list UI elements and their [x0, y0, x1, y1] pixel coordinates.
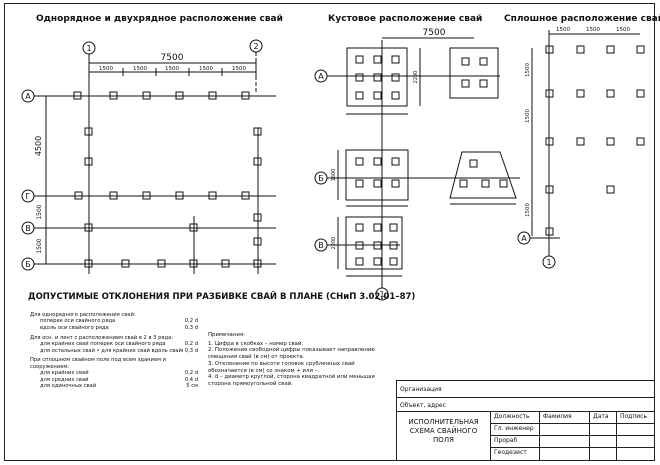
- tb-organization: Организация: [396, 380, 655, 398]
- note-4: 4. d – диаметр круглой, сторона квадратн…: [208, 374, 375, 387]
- tol-group2-head: Для осн. и лент с расположением свай в 2…: [30, 334, 174, 341]
- tb-cell: [539, 447, 590, 461]
- dim-mid-b: 1600: [331, 169, 337, 182]
- header-single-double-row: Однорядное и двухрядное расположение сва…: [36, 14, 283, 24]
- axis-label-1-mid: 1: [379, 290, 384, 299]
- dim-right-seg-1: 1500: [556, 27, 570, 33]
- dim-left-seg-1: 1500: [99, 66, 113, 72]
- dim-left-seg-5: 1500: [232, 66, 246, 72]
- dim-left-seg-3: 1500: [165, 66, 179, 72]
- tol-row: для остальных свай • для крайних свай вд…: [40, 347, 198, 354]
- dim-mid-total: 7500: [423, 28, 446, 38]
- tb-title: ИСПОЛНИТЕЛЬНАЯ СХЕМА СВАЙНОГО ПОЛЯ: [396, 411, 491, 461]
- dim-right-v2: 1500: [525, 109, 531, 123]
- title-block: Организация Объект, адрес ИСПОЛНИТЕЛЬНАЯ…: [396, 380, 655, 461]
- header-cluster: Кустовое расположение свай: [328, 14, 483, 24]
- tolerances-list: Для однорядного расположения свай: попер…: [30, 312, 198, 393]
- axis-label-v-left: В: [25, 224, 31, 233]
- dim-right-v1: 1500: [525, 63, 531, 77]
- axis-label-2-top: 2: [253, 42, 258, 51]
- dim-right-seg-2: 1500: [586, 27, 600, 33]
- note-3: 3. Отклонение по высоте головок срубленн…: [208, 360, 355, 374]
- dim-mid-c: 2200: [331, 237, 337, 250]
- dim-right-seg-3: 1500: [616, 27, 630, 33]
- tb-cell: [616, 447, 655, 461]
- dim-left-vertical-1: 4500: [34, 136, 43, 156]
- axis-label-1-top: 1: [86, 44, 91, 53]
- dim-right-v3: 1500: [525, 203, 531, 217]
- dim-left-vertical-3: 1500: [36, 238, 43, 253]
- axis-label-b-left: Б: [25, 260, 31, 269]
- axis-label-a-left: А: [25, 92, 31, 101]
- dim-left-seg-4: 1500: [199, 66, 213, 72]
- tol-row: для крайних свай поперек оси свайного ря…: [40, 341, 198, 348]
- drawing-sheet-frame: [4, 3, 655, 461]
- axis-label-v-mid: В: [318, 241, 324, 250]
- dim-mid-a: 2200: [413, 71, 419, 84]
- axis-label-a-mid: А: [318, 72, 324, 81]
- note-2: 2. Положение свободной цифры показывает …: [208, 347, 375, 361]
- notes-heading: Примечания:: [208, 332, 245, 338]
- dim-left-seg-2: 1500: [133, 66, 147, 72]
- tb-object: Объект, адрес: [396, 397, 655, 412]
- dim-left-vertical-2: 1500: [36, 204, 43, 219]
- tb-row-surveyor: Геодезист: [490, 447, 540, 461]
- dim-left-total: 7500: [161, 53, 184, 63]
- axis-label-1-right: 1: [546, 258, 551, 267]
- tb-cell: [589, 447, 617, 461]
- notes-block: Примечания: 1. Цифра в скобках – номер с…: [208, 332, 388, 388]
- tolerances-title: ДОПУСТИМЫЕ ОТКЛОНЕНИЯ ПРИ РАЗБИВКЕ СВАЙ …: [28, 292, 416, 302]
- axis-label-a-right: А: [521, 234, 527, 243]
- axis-label-b-mid: Б: [318, 174, 324, 183]
- tol-group3-head: При сплошном свайном поле под всем здани…: [30, 357, 167, 370]
- note-1: 1. Цифра в скобках – номер свай.: [208, 340, 304, 347]
- header-continuous: Сплошное расположение свай: [504, 14, 660, 24]
- axis-label-g-left: Г: [26, 192, 31, 201]
- tol-group1-head: Для однорядного расположения свай:: [30, 312, 136, 318]
